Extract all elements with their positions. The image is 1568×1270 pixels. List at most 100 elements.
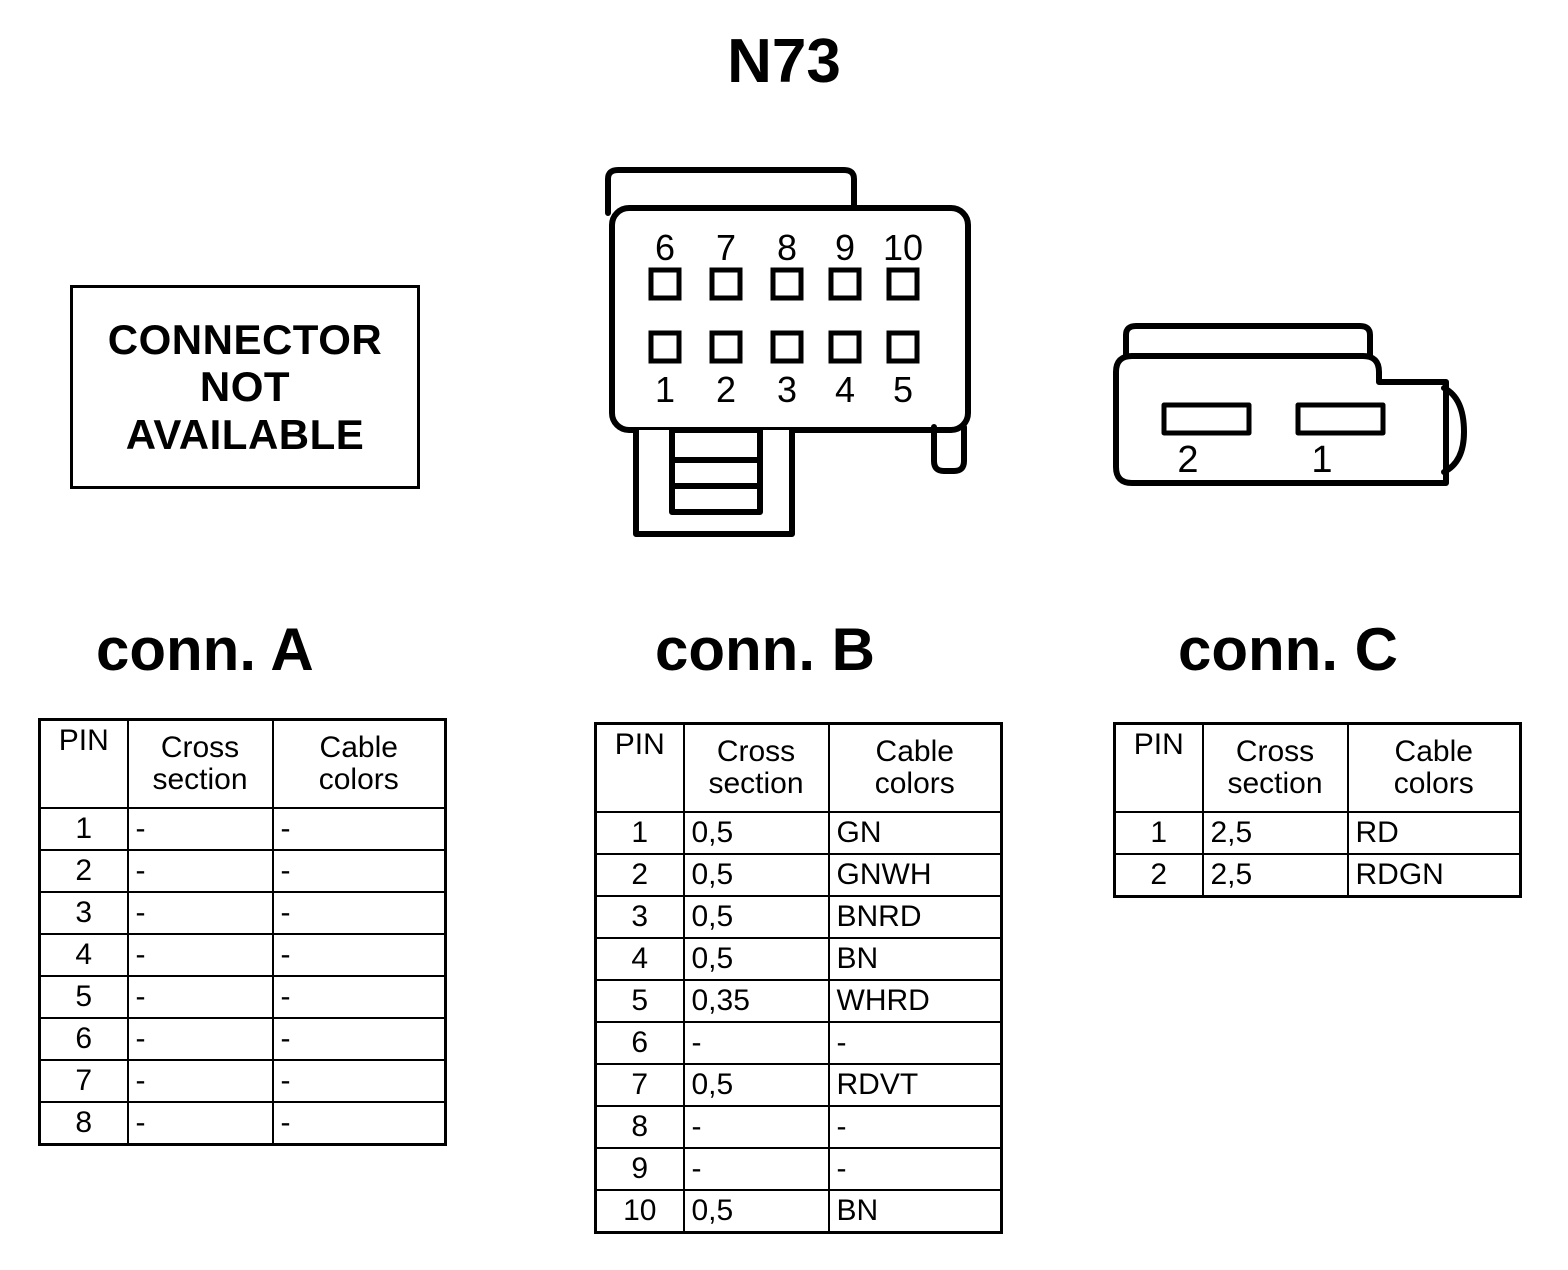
- header-cross-section: Cross section: [1201, 722, 1349, 813]
- table-row: 4--: [38, 933, 447, 977]
- connector-c-latch: [1123, 323, 1373, 363]
- table-row: 9--: [594, 1147, 1003, 1191]
- cell-pin: 4: [38, 933, 129, 977]
- header-cross-section: Cross section: [682, 722, 830, 813]
- cell-cable-colors: BN: [827, 937, 1003, 981]
- conn-a-table-body: 1--2--3--4--5--6--7--8--: [38, 807, 447, 1146]
- connector-not-available-box: CONNECTOR NOT AVAILABLE: [70, 285, 420, 489]
- na-line-3: AVAILABLE: [125, 410, 365, 458]
- connector-b-top-cavities: [648, 267, 920, 301]
- cell-cable-colors: RD: [1346, 811, 1522, 855]
- table-row: 8--: [594, 1105, 1003, 1149]
- conn-b-heading: conn. B: [655, 616, 875, 683]
- connector-b-pin-label-8: 8: [777, 227, 797, 268]
- cell-cross-section: -: [682, 1105, 830, 1149]
- header-color-line2: colors: [1393, 767, 1474, 800]
- cell-pin: 1: [38, 807, 129, 851]
- header-cable-colors: Cable colors: [271, 718, 447, 809]
- cell-pin: 1: [1113, 811, 1204, 855]
- connector-c-right-bump: [1441, 385, 1467, 475]
- page-title: N73: [727, 27, 841, 96]
- table-header-row: PIN Cross section Cable colors: [38, 718, 447, 809]
- cell-pin: 5: [594, 979, 685, 1023]
- header-color-line2: colors: [318, 763, 399, 796]
- cell-cable-colors: RDVT: [827, 1063, 1003, 1107]
- cell-pin: 2: [1113, 853, 1204, 898]
- cell-cross-section: 0,5: [682, 811, 830, 855]
- connector-b-pin-label-5: 5: [893, 369, 913, 410]
- header-cross-line1: Cross: [160, 730, 240, 764]
- cell-cross-section: -: [126, 807, 274, 851]
- cell-cable-colors: GN: [827, 811, 1003, 855]
- cell-pin: 3: [38, 891, 129, 935]
- cell-pin: 5: [38, 975, 129, 1019]
- connector-c-pin-label-1: 1: [1311, 439, 1332, 481]
- header-cross-line2: section: [708, 767, 804, 800]
- cell-cross-section: -: [126, 1059, 274, 1103]
- cell-pin: 7: [594, 1063, 685, 1107]
- connector-b-pin-label-9: 9: [835, 227, 855, 268]
- header-cross-line1: Cross: [716, 734, 796, 768]
- connector-b-pin-label-10: 10: [883, 227, 923, 268]
- connector-c-cavity-2: [1161, 402, 1252, 436]
- conn-a-pin-table: PIN Cross section Cable colors 1--2--3--…: [38, 718, 447, 1146]
- table-row: 6--: [38, 1017, 447, 1061]
- cell-pin: 8: [594, 1105, 685, 1149]
- header-color-line1: Cable: [1394, 734, 1473, 768]
- cell-cross-section: 2,5: [1201, 811, 1349, 855]
- cell-cross-section: -: [682, 1021, 830, 1065]
- conn-a-heading: conn. A: [96, 616, 314, 683]
- connector-c-pin-label-2: 2: [1177, 439, 1198, 481]
- cell-pin: 8: [38, 1101, 129, 1146]
- header-color-line1: Cable: [319, 730, 398, 764]
- connector-b-pin-label-6: 6: [655, 227, 675, 268]
- table-row: 8--: [38, 1101, 447, 1146]
- header-cross-line1: Cross: [1235, 734, 1315, 768]
- connector-b-bottom-cavities: [648, 330, 920, 364]
- table-row: 7--: [38, 1059, 447, 1103]
- connector-b-pin-label-7: 7: [716, 227, 736, 268]
- connector-c-cavity-1: [1295, 402, 1386, 436]
- cell-cable-colors: -: [827, 1105, 1003, 1149]
- connector-c-diagram: 2 1: [1098, 320, 1498, 495]
- table-row: 2--: [38, 849, 447, 893]
- cell-cross-section: -: [126, 891, 274, 935]
- cell-cable-colors: RDGN: [1346, 853, 1522, 898]
- cell-cross-section: 0,35: [682, 979, 830, 1023]
- table-row: 3--: [38, 891, 447, 935]
- cell-cross-section: -: [682, 1147, 830, 1191]
- cell-pin: 2: [594, 853, 685, 897]
- cell-cross-section: 0,5: [682, 895, 830, 939]
- header-color-line1: Cable: [875, 734, 954, 768]
- header-cross-line2: section: [152, 763, 248, 796]
- header-pin: PIN: [38, 718, 129, 809]
- conn-c-heading: conn. C: [1178, 616, 1398, 683]
- cell-cable-colors: BNRD: [827, 895, 1003, 939]
- table-row: 5--: [38, 975, 447, 1019]
- connector-b-right-tab: [931, 424, 967, 474]
- cell-cable-colors: -: [271, 975, 447, 1019]
- cell-cable-colors: -: [271, 933, 447, 977]
- cell-cross-section: -: [126, 849, 274, 893]
- connector-b-latch: [605, 167, 857, 216]
- cell-cross-section: 0,5: [682, 1063, 830, 1107]
- cell-cable-colors: -: [271, 807, 447, 851]
- cell-pin: 6: [594, 1021, 685, 1065]
- cell-cable-colors: -: [827, 1147, 1003, 1191]
- cell-pin: 10: [594, 1189, 685, 1234]
- table-row: 6--: [594, 1021, 1003, 1065]
- connector-b-diagram: 6 7 8 9 10 1 2 3 4 5: [596, 165, 986, 545]
- cell-cable-colors: WHRD: [827, 979, 1003, 1023]
- cell-cable-colors: -: [271, 1017, 447, 1061]
